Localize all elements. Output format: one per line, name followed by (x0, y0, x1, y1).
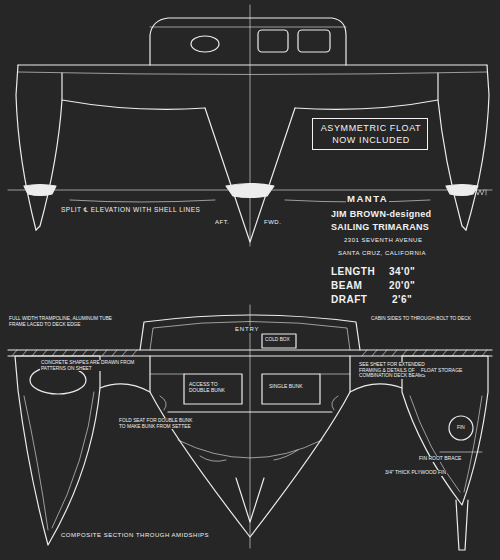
construction-note: FULL WIDTH TRAMPOLINE, ALUMINUM TUBE FRA… (8, 316, 122, 327)
part-label: SINGLE BUNK (268, 384, 304, 390)
hatch-stroke (22, 350, 27, 356)
dimension-value: 20'0" (388, 280, 416, 292)
cabin-roof-line (150, 27, 346, 28)
hatch-stroke (442, 350, 447, 356)
hatch-stroke (42, 350, 47, 356)
construction-note: CABIN SIDES TO THROUGH-BOLT TO DECK (370, 316, 472, 322)
fin-trunk (449, 416, 473, 440)
float-outline (36, 73, 62, 230)
hatch-stroke (402, 350, 407, 356)
construction-note: FOLD SEAT FOR DOUBLE BUNK TO MAKE BUNK F… (118, 418, 198, 429)
float-inner-skin (24, 392, 94, 530)
shell-line-fill (226, 184, 274, 198)
sheer-line (18, 64, 487, 65)
wing-underside (62, 100, 205, 109)
company-name: SAILING TRIMARANS (330, 222, 430, 232)
notice-box: ASYMMETRIC FLOAT NOW INCLUDED (312, 118, 428, 150)
float-outline (16, 65, 36, 230)
cabin-inner-line (150, 322, 350, 351)
part-label: FIN ROOT BRACE (418, 456, 462, 462)
designer-initials (476, 190, 486, 195)
hatch-stroke (12, 350, 17, 356)
hatch-stroke (432, 350, 437, 356)
hatch-stroke (452, 350, 457, 356)
wing-underside (350, 384, 402, 392)
hatch-stroke (122, 350, 127, 356)
main-hull (150, 356, 350, 537)
dimension-value: 2'6" (391, 294, 413, 306)
cabin-window (298, 30, 330, 52)
address-line: 2301 SEVENTH AVENUE (343, 237, 423, 244)
hatch-stroke (52, 350, 57, 356)
dimension-name: LENGTH (330, 266, 376, 278)
construction-note: CONCRETE SHAPES ARE DRAWN FROM PATTERNS … (40, 360, 138, 371)
dimension-name: DRAFT (330, 294, 368, 306)
part-label: FLOAT STORAGE (420, 368, 466, 374)
hatch-stroke (462, 350, 467, 356)
elevation-view (8, 5, 492, 246)
hatch-stroke (382, 350, 387, 356)
hatch-stroke (92, 350, 97, 356)
float-inner-skin (410, 396, 482, 492)
double-bunk (184, 374, 242, 404)
port-window (191, 36, 219, 52)
dimension-name: BEAM (330, 280, 363, 292)
hatch-stroke (82, 350, 87, 356)
keel (236, 478, 264, 522)
cabin-window (258, 30, 288, 52)
view-title: COMPOSITE SECTION THROUGH AMIDSHIPS (60, 532, 210, 539)
direction-label: AFT. (214, 219, 230, 226)
main-hull (205, 108, 295, 242)
hatch-stroke (412, 350, 417, 356)
hatch-stroke (132, 350, 137, 356)
notice-text: ASYMMETRIC FLOAT NOW INCLUDED (319, 123, 423, 146)
deck-hatching (12, 350, 487, 356)
hatch-stroke (62, 350, 67, 356)
bilge-frame (178, 440, 322, 458)
hatch-stroke (102, 350, 107, 356)
part-label: ACCESS TO DOUBLE BUNK (188, 382, 240, 394)
cold-box (262, 334, 296, 348)
section-view (8, 305, 492, 550)
shell-line-fill (24, 185, 56, 196)
cabin-sole (168, 411, 332, 412)
part-label: 3/4" THICK PLYWOOD FIN (384, 470, 447, 476)
shell-line-fill (446, 185, 478, 196)
float-outline (15, 356, 100, 545)
fin-root-brace (440, 452, 482, 453)
part-label: COLD BOX (264, 337, 291, 343)
centerline (250, 305, 251, 548)
boat-name: MANTA (346, 194, 389, 205)
bunk-platform (150, 374, 350, 375)
float-outline (438, 73, 466, 230)
centerline (250, 5, 251, 246)
wing-underside (295, 100, 438, 109)
address-line: SANTA CRUZ, CALIFORNIA (337, 250, 427, 257)
hatch-stroke (32, 350, 37, 356)
hatch-stroke (422, 350, 427, 356)
direction-label: FWD. (263, 219, 282, 226)
hatch-stroke (372, 350, 377, 356)
deck-line (8, 350, 492, 356)
hatch-stroke (112, 350, 117, 356)
designer-name: JIM BROWN-designed (330, 209, 432, 219)
hatch-stroke (392, 350, 397, 356)
hatch-stroke (362, 350, 367, 356)
cabin-outline (140, 315, 360, 350)
dimension-value: 34'0" (388, 266, 416, 278)
plywood-fin (456, 500, 468, 550)
space-label: ENTRY (234, 326, 260, 333)
float-outline (466, 65, 489, 230)
hatch-stroke (472, 350, 477, 356)
single-bunk (262, 374, 320, 404)
part-label: FIN (456, 425, 466, 431)
view-title: SPLIT ℄ ELEVATION WITH SHELL LINES (60, 206, 201, 213)
wing-underside (100, 384, 150, 392)
hatch-stroke (482, 350, 487, 356)
deck-edge (18, 72, 487, 75)
hatch-stroke (72, 350, 77, 356)
cabin-outline (150, 18, 346, 65)
